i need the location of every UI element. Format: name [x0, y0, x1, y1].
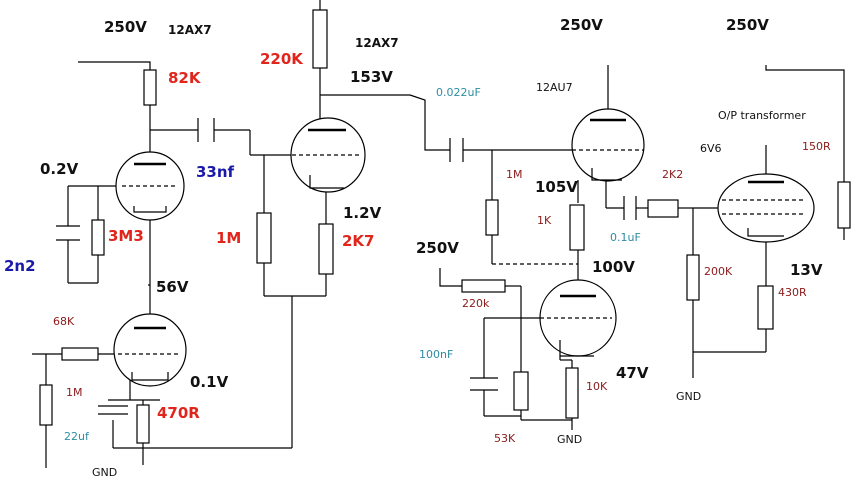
resistor-220k-b	[461, 279, 506, 293]
label-c100nf: 100nF	[419, 348, 453, 361]
label-v12: 1.2V	[343, 204, 382, 222]
capacitor-33nf	[197, 118, 215, 142]
capacitor-22uf	[98, 405, 128, 415]
label-v13: 13V	[790, 261, 823, 279]
label-v01: 0.1V	[190, 373, 229, 391]
label-gnd-c: GND	[676, 390, 701, 403]
label-250v-b: 250V	[560, 16, 603, 34]
capacitor-01uf	[623, 196, 637, 220]
label-r1m-c: 1M	[506, 168, 523, 181]
tube-v1	[115, 151, 185, 221]
stage4-wiring	[449, 65, 693, 280]
resistor-1k	[569, 204, 585, 251]
label-c33nf: 33nf	[196, 163, 235, 181]
resistor-2k7	[318, 223, 334, 275]
label-250v-a: 250V	[104, 18, 147, 36]
label-gnd-a: GND	[92, 466, 117, 479]
resistor-2k2	[647, 199, 679, 218]
label-v47: 47V	[616, 364, 649, 382]
resistor-430r	[757, 285, 774, 330]
label-r10k: 10K	[586, 380, 608, 393]
tube-v4	[539, 279, 617, 357]
label-c0022: 0.022uF	[436, 86, 481, 99]
stage3-wiring	[249, 0, 450, 297]
resistor-53k	[513, 371, 529, 411]
label-r2k2: 2K2	[662, 168, 683, 181]
label-r53k: 53K	[494, 432, 516, 445]
resistor-1m-grid	[256, 212, 272, 264]
resistor-470r	[136, 404, 150, 444]
resistor-3m3	[91, 219, 105, 256]
stage5-wiring	[439, 268, 573, 430]
tube-v2	[290, 117, 366, 193]
label-tube-v1: 12AX7	[168, 23, 212, 37]
label-r430: 430R	[778, 286, 807, 299]
stage2-wiring	[32, 296, 293, 468]
label-r1m-b: 1M	[216, 229, 241, 247]
resistor-200k	[686, 254, 700, 301]
label-r1m-in: 1M	[66, 386, 83, 399]
label-tube-v3: 12AU7	[536, 81, 573, 94]
capacitor-100nf	[470, 377, 498, 391]
resistor-68k	[61, 347, 99, 361]
output-wiring	[692, 65, 845, 378]
label-tube-v5: 6V6	[700, 142, 722, 155]
label-r220k: 220K	[260, 50, 304, 68]
label-opt: O/P transformer	[718, 109, 806, 122]
stage1-wiring	[67, 61, 250, 318]
resistor-150r	[837, 181, 851, 229]
label-r150: 150R	[802, 140, 831, 153]
resistor-1m-input	[39, 384, 53, 426]
label-r1k: 1K	[537, 214, 552, 227]
label-r220k-b: 220k	[462, 297, 490, 310]
capacitor-0022uf	[449, 138, 464, 162]
label-c2n2: 2n2	[4, 257, 36, 275]
resistor-220k	[312, 9, 328, 69]
label-r200k: 200K	[704, 265, 733, 278]
label-v100: 100V	[592, 258, 635, 276]
label-c22uf: 22uf	[64, 430, 90, 443]
label-r3m3: 3M3	[108, 227, 144, 245]
resistor-10k	[565, 367, 579, 419]
label-r470: 470R	[157, 404, 200, 422]
label-v153: 153V	[350, 68, 393, 86]
tube-v1b	[113, 313, 187, 387]
label-250v-c: 250V	[726, 16, 769, 34]
label-r2k7: 2K7	[342, 232, 375, 250]
tube-v5-6v6	[717, 173, 815, 243]
label-v105: 105V	[535, 178, 578, 196]
resistor-82k	[143, 69, 157, 106]
label-250v-d: 250V	[416, 239, 459, 257]
label-v56: 56V	[156, 278, 189, 296]
label-r82k: 82K	[168, 69, 202, 87]
resistor-1m-stage4	[485, 199, 499, 236]
label-v02: 0.2V	[40, 160, 79, 178]
label-gnd-b: GND	[557, 433, 582, 446]
label-c01uf: 0.1uF	[610, 231, 641, 244]
label-tube-v2: 12AX7	[355, 36, 399, 50]
capacitor-2n2	[56, 225, 80, 241]
tube-v3	[571, 108, 645, 182]
label-r68k: 68K	[53, 315, 75, 328]
